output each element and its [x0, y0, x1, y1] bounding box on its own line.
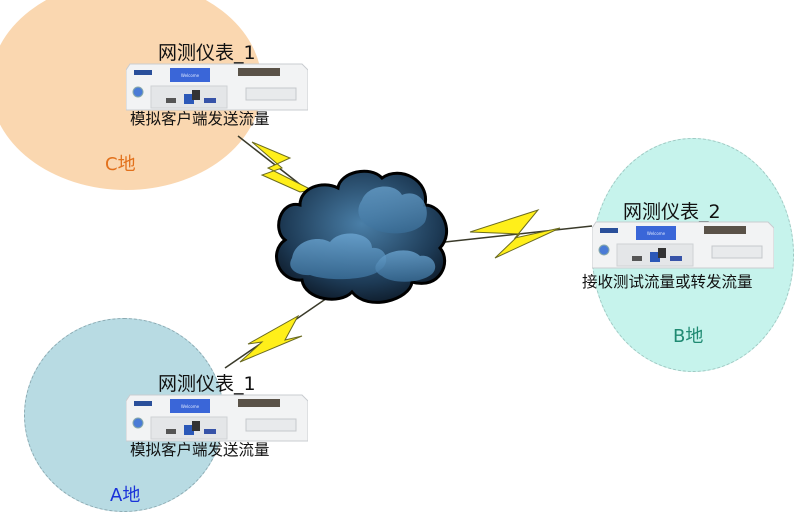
region-label-a: A地 — [110, 485, 141, 506]
rack-server-icon: Welcome — [125, 63, 309, 111]
device-title: 网测仪表_1 — [158, 373, 256, 395]
test-instrument-device[interactable]: Welcome — [125, 391, 309, 443]
svg-text:Welcome: Welcome — [647, 231, 666, 236]
device-title: 网测仪表_1 — [158, 42, 256, 64]
link-b-cloud — [444, 208, 593, 259]
lightning-bolt-icon — [469, 208, 561, 259]
link-a-cloud — [224, 295, 331, 369]
test-instrument-device[interactable]: Welcome — [125, 60, 309, 112]
device-caption: 接收测试流量或转发流量 — [582, 273, 753, 291]
device-caption: 模拟客户端发送流量 — [130, 441, 270, 459]
svg-text:Welcome: Welcome — [181, 404, 200, 409]
device-title: 网测仪表_2 — [623, 201, 721, 223]
rack-server-icon: Welcome — [125, 394, 309, 442]
region-label-c: C地 — [105, 154, 136, 175]
device-caption: 模拟客户端发送流量 — [130, 110, 270, 128]
region-label-b: B地 — [673, 326, 704, 347]
cloud-icon — [275, 169, 449, 304]
lightning-bolt-icon — [239, 314, 303, 363]
rack-server-icon: Welcome — [591, 221, 775, 269]
test-instrument-device[interactable]: Welcome — [591, 218, 775, 270]
svg-text:Welcome: Welcome — [181, 73, 200, 78]
lightning-bolt-icon — [251, 141, 314, 193]
